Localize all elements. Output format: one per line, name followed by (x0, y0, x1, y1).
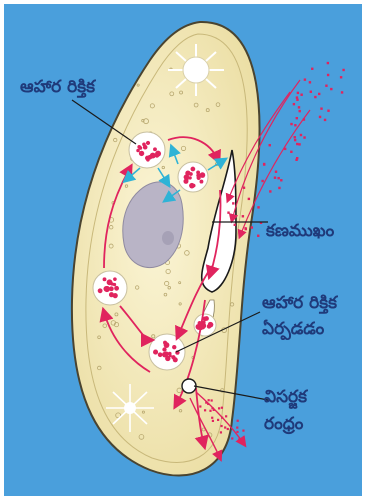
contractile-vacuole-top (168, 44, 224, 96)
food-vacuole-1 (129, 132, 165, 168)
label-food-vacuole: ఆహార రిక్తిక (20, 77, 96, 98)
food-vacuole-5 (194, 314, 216, 336)
food-vacuole-4 (149, 334, 185, 370)
label-vacuole-formation-line2: ఏర్పడడం (262, 319, 325, 341)
anal-pore (182, 379, 196, 393)
label-anal-pore-line2: రంధ్రం (264, 414, 304, 435)
label-oral-groove: కణముఖం (265, 221, 335, 241)
label-anal-pore-line1: విసర్జక (264, 387, 308, 409)
food-vacuole-2 (178, 162, 208, 192)
food-vacuole-3 (93, 271, 127, 305)
label-vacuole-formation-line1: ఆహార రిక్తిక (262, 293, 338, 314)
micronucleus (162, 231, 174, 245)
